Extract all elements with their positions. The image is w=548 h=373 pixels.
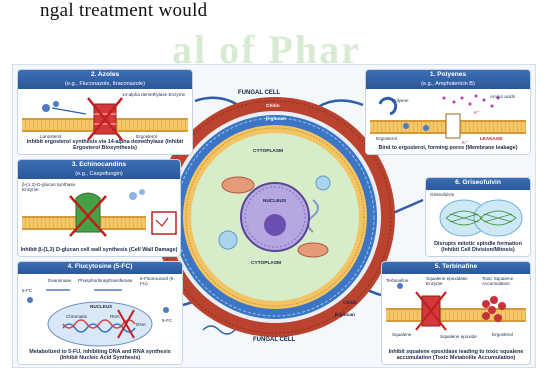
mitochondrion: [298, 243, 328, 257]
potassium-label-2: K⁺: [462, 140, 468, 145]
membrane-pore-icon: [446, 114, 460, 138]
antifungal-figure: FUNGAL CELL Chitin β-glucan CYTOPLASM NU…: [12, 64, 536, 368]
chromatin-label: Chromatin: [66, 314, 87, 319]
flucytosine-caption: Metabolized to 5-FU, inhibiting DNA and …: [20, 349, 180, 362]
panel-polyenes: 1. Polyenes (e.g., Amphotericin B) Polye…: [365, 69, 531, 155]
squalene-epoxide-label: Squalene epoxide: [440, 334, 477, 339]
cytoplasm-label-bottom: CYTOPLASM: [251, 261, 281, 266]
griseofulvin-drug-label: Griseofulvin: [430, 192, 454, 197]
fluorouracil-label: 5-Fluorouracil (5-FU): [140, 276, 182, 286]
caspofungin-drug-icon: [129, 192, 137, 200]
azole-drug-icon: [42, 104, 50, 112]
terbinafine-caption: Inhibit squalene epoxidase leading to to…: [384, 349, 528, 362]
terbinafine-ergosterol-label: Ergosterol: [492, 332, 513, 337]
mini-nucleus-label: NUCLEUS: [90, 304, 112, 309]
arrow-griseofulvin: [393, 200, 423, 213]
panel-terbinafine: 5. Terbinafine Terbinafine Squalene epox…: [381, 261, 531, 365]
toxic-squalene-label: Toxic Squalene Accumulation: [482, 276, 530, 286]
cytoplasm-label-top: CYTOPLASM: [253, 149, 283, 154]
panel-azoles: 2. Azoles (e.g., Fluconazole, Itraconazo…: [17, 69, 193, 155]
squalene-label: Squalene: [392, 332, 411, 337]
polyenes-caption: Bind to ergosterol, forming pores (Membr…: [368, 145, 528, 152]
echinocandins-enzyme-label: β-(1,3)-D-glucan synthase Enzyme: [22, 182, 76, 192]
glucan-label-bottom: β-glucan: [335, 313, 355, 318]
rna-label: RNA: [110, 314, 120, 319]
panel-griseofulvin: 6. Griseofulvin Griseofulvin Disrupts mi…: [425, 177, 531, 257]
arrow-polyenes: [318, 100, 363, 107]
azoles-enzyme-label: 14-alpha demethylase Enzyme: [122, 92, 188, 97]
glucan-label-top: β-glucan: [266, 117, 286, 122]
fungal-cell-title-top: FUNGAL CELL: [238, 90, 280, 96]
polyene-label: Polyene: [392, 98, 409, 103]
leakage-label: LEAKAGE: [480, 136, 502, 141]
azoles-caption: Inhibit ergosterol synthesis via 14-alph…: [20, 139, 190, 152]
potassium-label-1: K⁺: [474, 110, 480, 115]
terbinafine-drug-label: Terbinafine: [386, 278, 408, 283]
echinocandins-caption: Inhibit β-(1,3) D-glucan cell wall synth…: [20, 247, 178, 254]
vacuole: [316, 176, 330, 190]
mitochondrion: [222, 177, 254, 193]
nucleus-label: NUCLEUS: [263, 199, 286, 204]
deaminase-label: Deaminase: [48, 278, 71, 283]
fc-label-right: 5-FC: [162, 318, 172, 323]
squalene-epoxidase-label: Squalene epoxidase Enzyme: [426, 276, 472, 286]
phosphoribosyltransferase-label: Phosphoribosyltransferase: [78, 278, 138, 283]
chitin-label-top: Chitin: [266, 104, 280, 109]
fungal-cell-title-bottom: FUNGAL CELL: [253, 337, 295, 343]
toxic-accumulation-icon: [482, 296, 506, 322]
fc-label-left: 5-FC: [22, 288, 32, 293]
amino-acids-label: Amino acids: [490, 94, 515, 99]
dna-label: DNA: [136, 322, 146, 327]
griseofulvin-caption: Disrupts mitotic spindle formation (Inhi…: [428, 241, 528, 254]
polyenes-ergosterol-label: Ergosterol: [376, 136, 397, 141]
arrow-azoles: [195, 98, 238, 105]
nucleolus: [264, 214, 286, 236]
chitin-label-bottom: Chitin: [343, 301, 357, 306]
panel-echinocandins: 3. Echinocandins (e.g., Caspofungin) β-(…: [17, 159, 181, 257]
vacuole: [219, 231, 237, 249]
panel-flucytosine: 4. Flucytosine (5-FC) Deaminase Phosphor…: [17, 261, 183, 365]
page-top-text: ngal treatment would: [40, 0, 207, 22]
